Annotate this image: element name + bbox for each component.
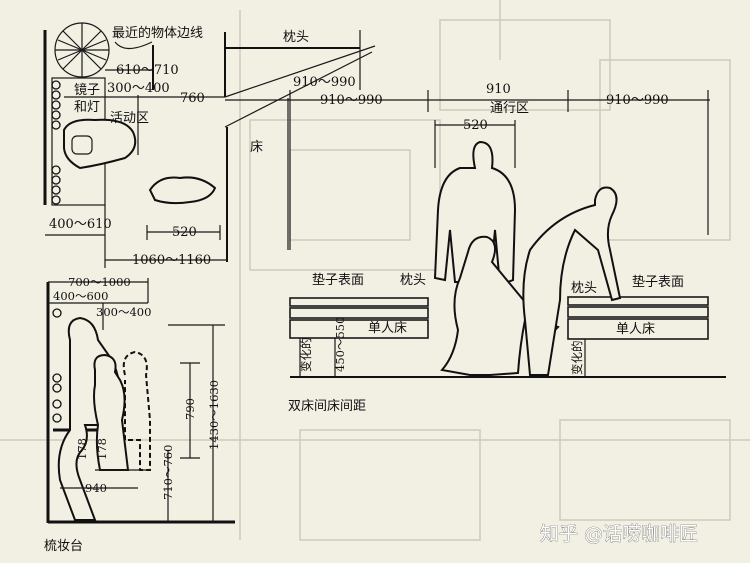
dim-760: 760	[180, 91, 205, 106]
label-activity-zone: 活动区	[110, 111, 149, 126]
dim-1060-1160: 1060～1160	[132, 253, 211, 268]
dim-300-400-section: 300～400	[96, 305, 151, 319]
bed-right	[567, 296, 709, 377]
watermark: 知乎 @话唠咖啡匠	[540, 523, 698, 545]
dim-910-990-right: 910～990	[606, 93, 669, 108]
label-pillow-right: 枕头	[571, 281, 597, 296]
seated-figure-medium	[93, 353, 130, 471]
label-pillow-left: 枕头	[400, 273, 426, 288]
dim-910: 910	[486, 82, 511, 97]
dim-700-1000: 700～1000	[68, 275, 131, 289]
label-single-bed-right: 单人床	[616, 322, 655, 337]
standing-man	[433, 140, 517, 287]
label-bed: 床	[250, 140, 263, 155]
dim-910-990-plan: 910～990	[293, 75, 356, 90]
vanity-section	[46, 278, 235, 524]
caption-vanity: 梳妆台	[44, 539, 83, 554]
label-variable-right: 变化的	[570, 341, 584, 376]
dim-450-550: 450～550	[333, 317, 347, 372]
leaning-person	[522, 186, 622, 376]
dim-520-plan: 520	[172, 225, 197, 240]
dim-400-600: 400～600	[53, 289, 108, 303]
dim-178-b: 178	[95, 438, 109, 460]
twin-bed-section	[288, 90, 726, 378]
seated-person-plan	[63, 118, 137, 170]
dim-178-a: 178	[75, 438, 89, 460]
label-mattress-right: 垫子表面	[632, 274, 684, 290]
label-mattress-left: 垫子表面	[312, 272, 364, 288]
dim-1430-1630: 1430～1630	[207, 380, 221, 450]
person-top-view	[148, 176, 217, 205]
label-nearest-edge: 最近的物体边线	[112, 25, 203, 41]
label-variable-left: 变化的	[299, 338, 313, 373]
label-single-bed-left: 单人床	[368, 321, 407, 336]
light-bulbs	[51, 80, 61, 205]
dim-300-400: 300～400	[107, 81, 170, 96]
dim-910-990-left: 910～990	[320, 93, 383, 108]
bed-left	[289, 297, 429, 377]
dim-520-section: 520	[463, 118, 488, 133]
dim-940: 940	[85, 481, 107, 495]
vanity-plan	[43, 22, 376, 268]
label-and-lights: 和灯	[74, 100, 100, 115]
label-mirror: 镜子	[74, 83, 100, 98]
dim-790: 790	[183, 398, 197, 420]
caption-twin-beds: 双床间床间距	[288, 399, 366, 414]
dim-610-710: 610～710	[116, 63, 179, 78]
chair-plan-icon	[54, 22, 110, 78]
dim-710-760: 710～760	[161, 445, 175, 500]
label-passage: 通行区	[490, 101, 529, 116]
dim-400-610: 400～610	[49, 217, 112, 232]
label-pillow: 枕头	[283, 30, 309, 45]
seated-figure-dashed	[122, 350, 151, 471]
